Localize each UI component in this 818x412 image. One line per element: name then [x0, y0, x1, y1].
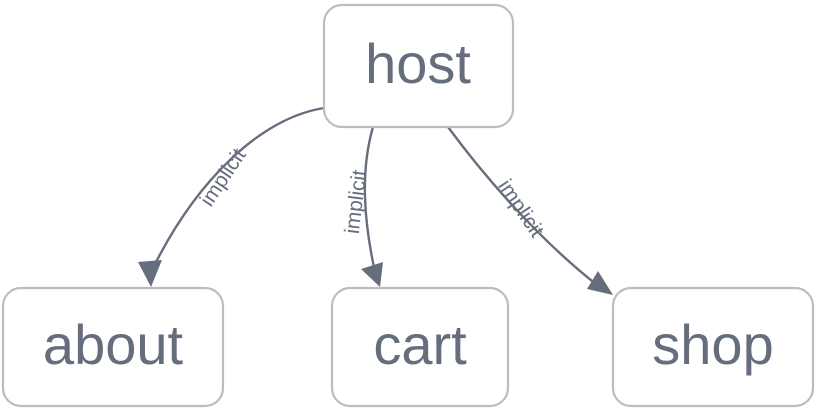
- edge-host-to-cart[interactable]: [361, 125, 383, 287]
- node-box: [1, 286, 225, 408]
- node-cart[interactable]: cart: [330, 286, 510, 408]
- node-label: about: [43, 313, 184, 376]
- edges-layer: [138, 106, 613, 295]
- edge-arrowhead-icon: [361, 262, 383, 287]
- edge-label-host-to-shop: implicit: [493, 175, 548, 241]
- edge-arrowhead-icon: [587, 271, 613, 295]
- node-label: shop: [652, 313, 773, 376]
- node-box: [611, 286, 815, 408]
- node-label: host: [365, 32, 471, 95]
- node-host[interactable]: host: [322, 3, 515, 129]
- edge-arrowhead-icon: [138, 260, 162, 287]
- node-label: cart: [373, 313, 467, 376]
- node-box: [330, 286, 510, 408]
- node-box: [322, 3, 515, 129]
- node-about[interactable]: about: [1, 286, 225, 408]
- nodes-layer: host about cart shop: [1, 3, 815, 408]
- edge-label-host-to-about: implicit: [196, 144, 251, 210]
- edge-line: [149, 106, 326, 274]
- node-shop[interactable]: shop: [611, 286, 815, 408]
- edge-host-to-about[interactable]: [138, 106, 326, 287]
- edge-line: [446, 125, 599, 287]
- edge-host-to-shop[interactable]: [446, 125, 613, 295]
- edge-line: [363, 125, 377, 274]
